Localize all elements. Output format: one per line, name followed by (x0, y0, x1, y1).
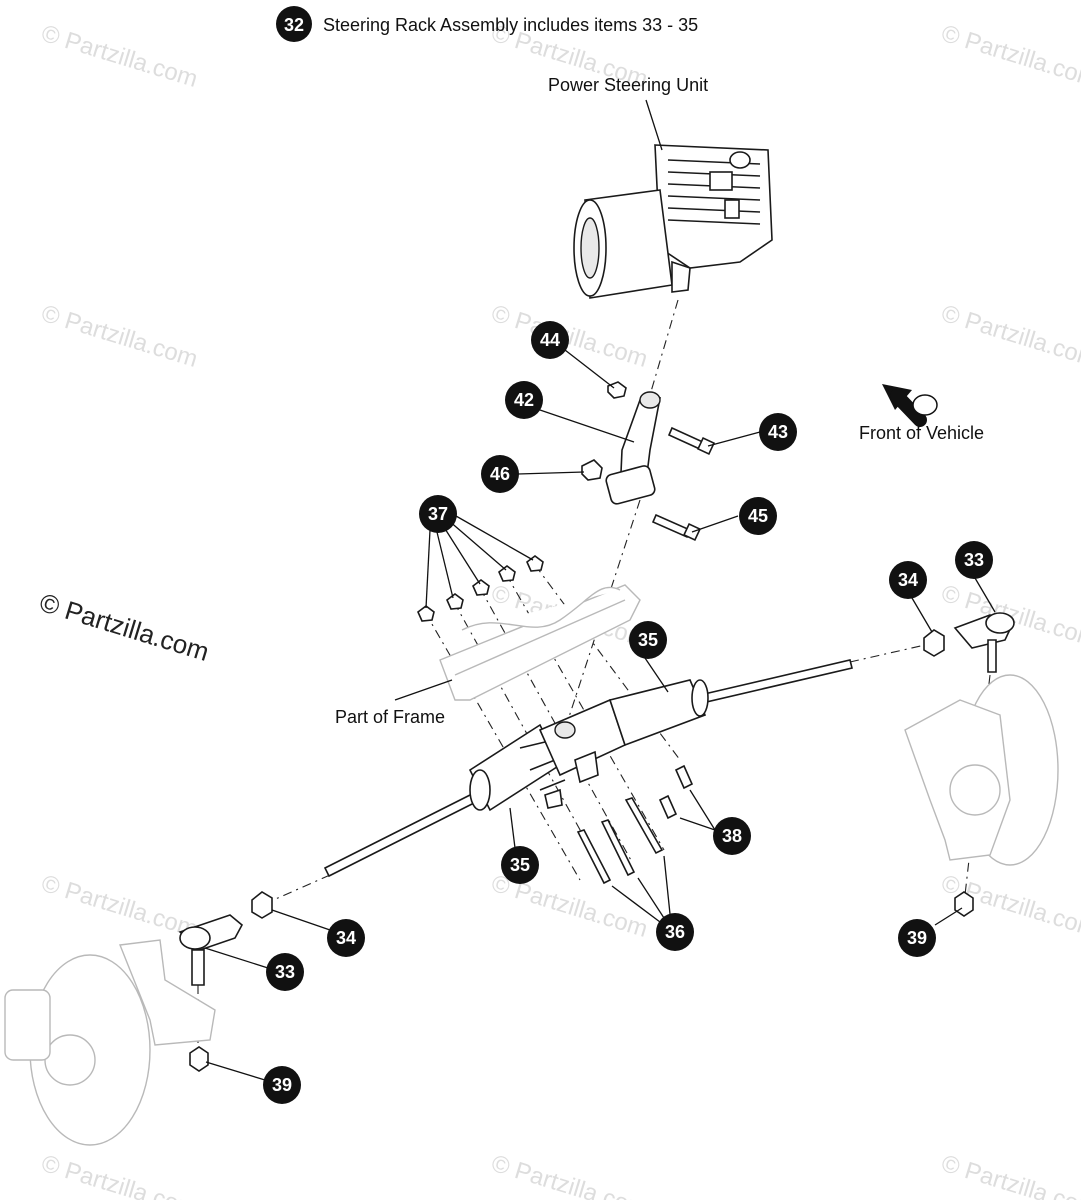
callout-number: 32 (284, 15, 304, 35)
callout-46: 46 (481, 455, 519, 493)
frame-part (439, 584, 641, 701)
callout-45: 45 (739, 497, 777, 535)
callout-38: 38 (713, 817, 751, 855)
callout-number: 46 (490, 464, 510, 484)
callout-number: 39 (272, 1075, 292, 1095)
nut-46 (581, 459, 603, 481)
front-direction-arrow-icon (882, 384, 938, 427)
callout-43: 43 (759, 413, 797, 451)
watermark: © Partzilla.com (938, 1150, 1081, 1200)
watermark: © Partzilla.com (38, 870, 201, 943)
knuckle-assembly-right (904, 674, 1059, 866)
callout-number: 37 (428, 504, 448, 524)
bolt-43 (667, 426, 716, 456)
nut-44 (607, 381, 627, 399)
callout-number: 43 (768, 422, 788, 442)
jam-nut-left (251, 891, 273, 919)
callout-number: 36 (665, 922, 685, 942)
assembly-lines (197, 299, 991, 1055)
callout-number: 42 (514, 390, 534, 410)
callout-36: 36 (656, 913, 694, 951)
callout-33-right: 33 (955, 541, 993, 579)
callout-number: 33 (275, 962, 295, 982)
callout-number: 35 (510, 855, 530, 875)
bolts-38 (658, 764, 694, 820)
callout-42: 42 (505, 381, 543, 419)
tie-rod-end-right (953, 612, 1015, 673)
diagram-title: Steering Rack Assembly includes items 33… (323, 15, 698, 35)
callout-number: 44 (540, 330, 560, 350)
watermark: © Partzilla.com (488, 300, 651, 373)
callout-35-lower: 35 (501, 846, 539, 884)
leader-lines (204, 99, 996, 1081)
jam-nut-right (923, 629, 945, 657)
steering-shaft (605, 391, 661, 505)
watermark: © Partzilla.com (488, 1150, 651, 1200)
callout-34-left: 34 (327, 919, 365, 957)
power-steering-unit (573, 144, 773, 299)
part-of-frame-label: Part of Frame (335, 707, 445, 727)
callout-35-upper: 35 (629, 621, 667, 659)
watermark: © Partzilla.com (38, 300, 201, 373)
callout-44: 44 (531, 321, 569, 359)
watermark: © Partzilla.com (938, 20, 1081, 93)
frame-nuts-37 (417, 555, 544, 622)
callout-33-left: 33 (266, 953, 304, 991)
tie-rod-end-left (178, 914, 244, 986)
steering-rack (323, 659, 853, 878)
bolt-45 (651, 513, 702, 542)
watermark: © Partzilla.com (38, 20, 201, 93)
callout-number: 34 (336, 928, 356, 948)
callout-39-right: 39 (898, 919, 936, 957)
callout-number: 39 (907, 928, 927, 948)
front-of-vehicle-label: Front of Vehicle (859, 423, 984, 443)
callout-34-right: 34 (889, 561, 927, 599)
callout-number: 35 (638, 630, 658, 650)
watermark: © Partzilla.com (38, 1150, 201, 1200)
bolts-36 (576, 797, 664, 885)
knuckle-assembly-left (4, 939, 216, 1146)
main-watermark: © Partzilla.com (36, 587, 212, 667)
watermark: © Partzilla.com (938, 300, 1081, 373)
callout-number: 45 (748, 506, 768, 526)
callout-number: 34 (898, 570, 918, 590)
callout-number: 33 (964, 550, 984, 570)
callout-39-left: 39 (263, 1066, 301, 1104)
power-steering-unit-label: Power Steering Unit (548, 75, 708, 95)
callout-title: 32 (276, 6, 312, 42)
callout-number: 38 (722, 826, 742, 846)
callout-37: 37 (419, 495, 457, 533)
